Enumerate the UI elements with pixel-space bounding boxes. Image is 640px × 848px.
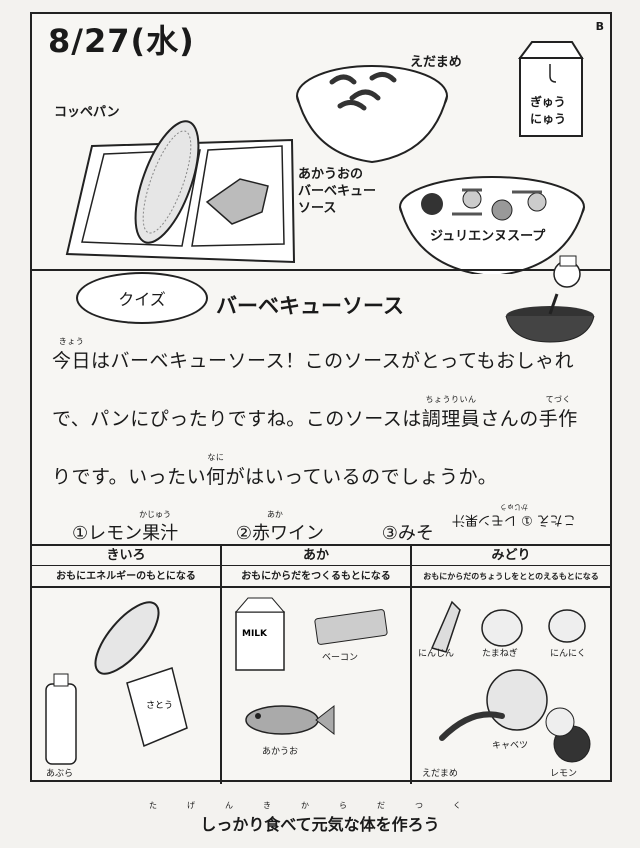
yellow-foods-illustration: さとう xyxy=(45,601,188,765)
ruby-word: ちょうりいん調理員 xyxy=(421,395,481,430)
group-desc: おもにからだをつくるもとになる xyxy=(222,566,410,588)
group-desc: おもにエネルギーのもとになる xyxy=(32,566,220,588)
divider xyxy=(32,269,610,271)
quiz-line-1: きょう今日はバーベキューソース！このソースがとってもおしゃれ xyxy=(52,337,575,372)
food-label: にんじん xyxy=(418,649,455,659)
quiz-answer-upside-down: こたえ ① レモン果汁 かじゅう xyxy=(452,503,576,527)
food-label: あぶら xyxy=(46,769,74,779)
group-desc: おもにからだのちょうしをととのえるもとになる xyxy=(412,566,610,588)
group-yellow: きいろ おもにエネルギーのもとになる さとう あぶら xyxy=(32,544,222,784)
soup-bowl-illustration xyxy=(399,176,585,274)
ruby-word: てづく手作 xyxy=(538,395,578,430)
milk-carton-illustration xyxy=(518,41,584,137)
food-label: レモン xyxy=(550,769,578,779)
footer-slogan: たげんきからだつく しっかり食べて元気な体を作ろう xyxy=(0,800,640,835)
corner-mark: B xyxy=(595,20,604,33)
green-foods-illustration xyxy=(430,600,591,763)
fish-piece-illustration xyxy=(205,178,269,225)
group-name: あか xyxy=(222,544,410,566)
food-label: キャベツ xyxy=(492,741,529,751)
edamame-label: えだまめ xyxy=(410,55,462,70)
bread-label: コッペパン xyxy=(54,105,120,120)
sugar-bag-label: さとう xyxy=(146,700,173,711)
food-label: あかうお xyxy=(262,747,299,757)
footer-ruby: たげんきからだつく xyxy=(149,801,491,810)
food-label: ベーコン xyxy=(322,653,359,663)
milk-carton-label: MILK xyxy=(242,629,268,639)
fish-label: あかうおの バーベキュー ソース xyxy=(298,167,377,216)
group-red: あか おもにからだをつくるもとになる MILK ベーコン あかうお xyxy=(222,544,412,784)
quiz-bubble: クイズ xyxy=(76,272,208,324)
lunch-menu-sheet: 8/27(水) B xyxy=(30,12,612,784)
menu-date: 8/27(水) xyxy=(48,22,195,60)
group-green: みどり おもにからだのちょうしをととのえるもとになる にんじん たまねぎ にんに… xyxy=(412,544,610,784)
food-group-table: きいろ おもにエネルギーのもとになる さとう あぶら あか おもにからだをつくる… xyxy=(32,544,610,784)
quiz-title: バーベキューソース xyxy=(216,294,404,318)
quiz-line-2: で、パンにぴったりですね。このソースはちょうりいん調理員さんのてづく手作 xyxy=(52,395,578,430)
milk-label: ぎゅう にゅう xyxy=(530,95,567,126)
group-name: みどり xyxy=(412,544,610,566)
ruby-word: きょう今日 xyxy=(52,337,92,372)
ruby-word: なに何 xyxy=(206,453,226,488)
food-label: たまねぎ xyxy=(482,649,518,659)
bread-illustration xyxy=(134,120,200,244)
quiz-line-3: りです。いったいなに何がはいっているのでしょうか。 xyxy=(52,453,498,488)
cook-pot-illustration xyxy=(505,255,595,343)
menu-illustration xyxy=(65,41,585,274)
food-label: にんにく xyxy=(550,649,586,659)
red-foods-illustration: MILK xyxy=(234,597,388,736)
soup-label: ジュリエンヌスープ xyxy=(430,229,546,244)
edamame-bowl-illustration xyxy=(296,65,448,164)
option-3: ③みそ xyxy=(381,523,434,544)
food-label: えだまめ xyxy=(422,769,458,779)
group-name: きいろ xyxy=(32,544,220,566)
